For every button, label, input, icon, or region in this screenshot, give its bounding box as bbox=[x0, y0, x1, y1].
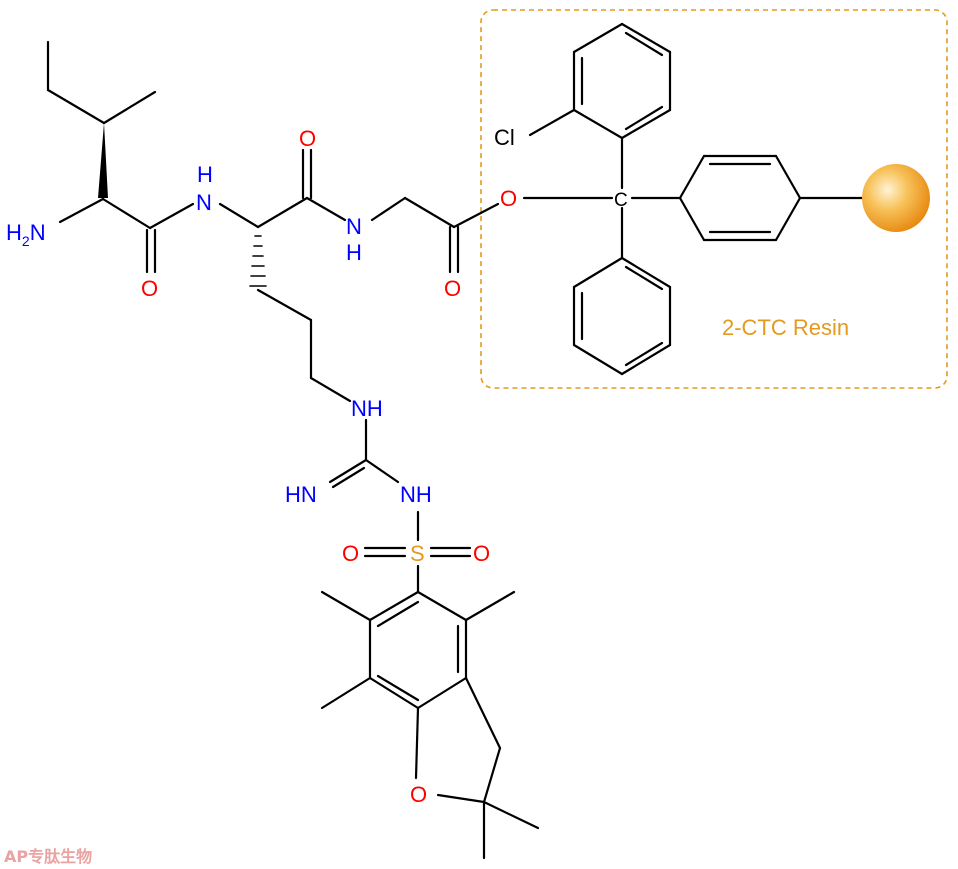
carbonyl-o1-label: O bbox=[141, 276, 158, 301]
furan-o-label: O bbox=[410, 782, 427, 807]
sulfonyl-o-right-label: O bbox=[473, 541, 490, 566]
ester-o-label: O bbox=[500, 186, 517, 211]
resin-box bbox=[480, 9, 948, 389]
amide-nh-h-label: H bbox=[197, 162, 213, 187]
amine-label: H2N bbox=[6, 220, 46, 249]
resin-label: 2-CTC Resin bbox=[722, 315, 849, 340]
gly-n-label: N bbox=[346, 214, 362, 239]
atom-labels: H2N H N O O N H O O Cl C NH HN NH S O O … bbox=[6, 125, 628, 807]
side-chain-nh-label: NH bbox=[351, 396, 383, 421]
hashed-bond bbox=[249, 235, 267, 287]
sulfonyl-o-left-label: O bbox=[342, 541, 359, 566]
imine-hn-label: HN bbox=[285, 482, 317, 507]
bonds bbox=[46, 22, 866, 860]
watermark: AP专肽生物 bbox=[4, 847, 92, 866]
carbonyl-o3-label: O bbox=[444, 276, 461, 301]
sulfonyl-nh-label: NH bbox=[400, 482, 432, 507]
wedge-bond bbox=[98, 123, 108, 198]
trityl-carbon-label: C bbox=[614, 190, 628, 211]
sulfur-label: S bbox=[410, 541, 425, 566]
amide-nh-n-label: N bbox=[196, 190, 212, 215]
resin-bead-icon bbox=[862, 164, 930, 232]
chlorine-label: Cl bbox=[494, 125, 515, 150]
carbonyl-o2-label: O bbox=[299, 126, 316, 151]
gly-h-label: H bbox=[346, 240, 362, 265]
